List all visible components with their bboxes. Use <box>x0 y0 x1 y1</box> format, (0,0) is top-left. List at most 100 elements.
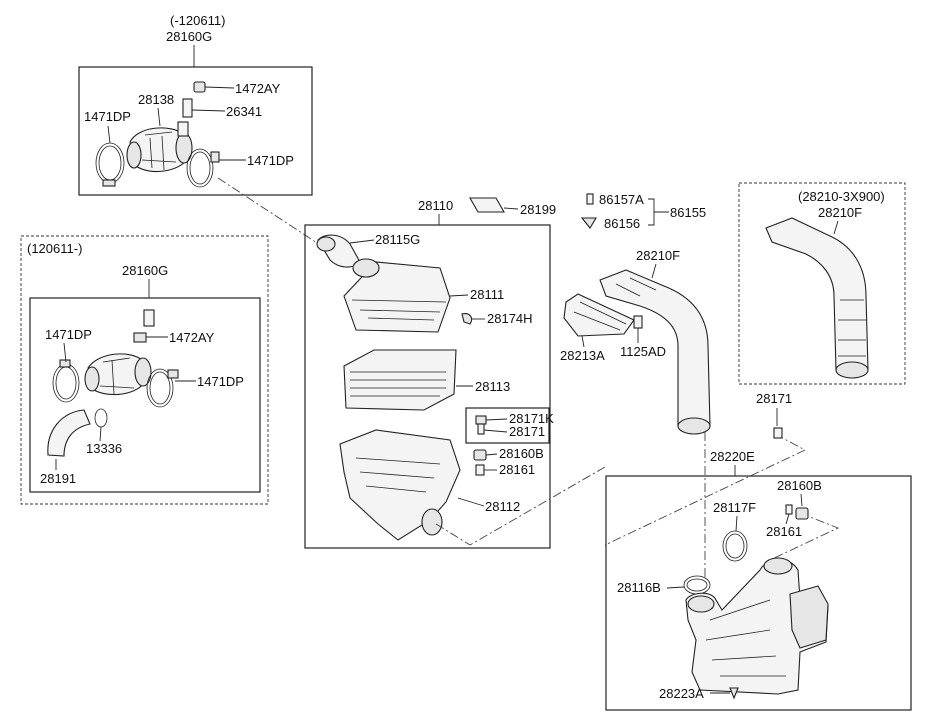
label-28115g: 28115G <box>375 232 420 247</box>
ring-28116b-inner <box>686 578 708 592</box>
label-28161-inner: 28161 <box>499 462 535 477</box>
maf-sensor-group-early: (-120611) 28160G 1472AY 28138 26341 1471… <box>78 13 313 196</box>
leader-1471dp-early-left <box>107 125 111 144</box>
label-maf-late-note: (120611-) <box>27 241 82 256</box>
hose-28210f-end <box>677 417 711 435</box>
duct-28213a-ribs <box>573 301 627 331</box>
resonator-group: 28171 28220E 28160B 28161 28117F 28116B … <box>605 391 912 711</box>
label-86155: 86155 <box>670 205 706 220</box>
label-maf-late-group: 28160G <box>122 263 168 278</box>
leader-28112 <box>457 497 485 507</box>
intake-hose-group: 86157A 86156 86155 28213A 28210F 1125AD <box>560 192 711 435</box>
label-28220e: 28220E <box>710 449 755 464</box>
leader-28213a <box>581 335 585 348</box>
label-28171-right: 28171 <box>756 391 792 406</box>
maf-inlet-early <box>126 141 142 169</box>
leader-28111 <box>449 294 469 297</box>
clamp-right-late-screw <box>167 369 179 379</box>
label-maf-early-note: (-120611) <box>170 13 225 28</box>
label-28199: 28199 <box>520 202 556 217</box>
label-28210f-mid: 28210F <box>636 248 680 263</box>
label-28116b: 28116B <box>617 580 661 595</box>
label-28113: 28113 <box>475 379 510 394</box>
nut-1472ay-early <box>193 81 206 93</box>
leader-28115g <box>349 239 375 244</box>
maf-outlet-late <box>134 357 152 387</box>
bolt-28171-right <box>773 427 783 439</box>
ring-28117f-inner <box>725 533 745 559</box>
maf-early-box <box>78 66 313 196</box>
leader-28116b <box>666 586 685 589</box>
hose-alt-28210f <box>765 217 869 379</box>
hose-alt-ribs <box>838 299 866 357</box>
label-plate-28199 <box>469 197 505 213</box>
clip-28174h <box>461 313 473 325</box>
label-28171-inner: 28171 <box>509 424 545 439</box>
leader-1471dp-late-left <box>63 342 67 363</box>
clamp-left-late-screw <box>59 359 71 368</box>
clamp-right-early-screw <box>210 151 220 163</box>
alt-hose-group: (28210-3X900) 28210F <box>738 182 906 385</box>
maf-sensor-late <box>143 309 155 327</box>
clamp-left-late-inner <box>55 366 77 400</box>
nut-1472ay-late <box>133 332 147 343</box>
clamp-right-late-inner <box>149 371 171 405</box>
leader-28171k <box>485 418 508 421</box>
label-86157a: 86157A <box>599 192 644 207</box>
hose-28191 <box>47 409 91 457</box>
label-28191: 28191 <box>40 471 76 486</box>
label-1471dp-late-left: 1471DP <box>45 327 92 342</box>
resonator-ribs <box>705 599 786 677</box>
label-28112: 28112 <box>485 499 520 514</box>
label-28160b-right: 28160B <box>777 478 822 493</box>
maf-outlet-early <box>175 132 193 164</box>
maf-plug-early <box>177 121 189 137</box>
clamp-left-early <box>95 142 125 184</box>
label-28161-right: 28161 <box>766 524 802 539</box>
lower-body-ribs <box>355 457 441 493</box>
label-28223a: 28223A <box>659 686 704 701</box>
hose-alt-end <box>835 361 869 379</box>
upper-cover-inlet <box>352 258 380 278</box>
leader-alt-28210f <box>833 220 839 235</box>
connector-grommet <box>769 512 840 561</box>
sensor-26341 <box>182 98 193 118</box>
clamp-left-late <box>52 363 80 403</box>
maf-late-box <box>29 297 261 493</box>
leader-28160b-right <box>800 493 803 507</box>
label-28160b-inner: 28160B <box>499 446 544 461</box>
leader-28161-right <box>785 513 790 525</box>
label-26341: 26341 <box>226 104 262 119</box>
pin-28161-right <box>785 504 793 515</box>
leader-28138 <box>157 107 161 127</box>
screw-86157a <box>586 193 594 205</box>
resonator-outlet <box>763 557 793 575</box>
bolt-1125ad <box>633 315 643 329</box>
resonator-inlet <box>687 595 715 613</box>
filter-pleats <box>350 371 446 397</box>
clamp-right-early-inner <box>189 151 211 185</box>
leader-28210f-mid <box>651 263 657 279</box>
duct-28115g-mouth <box>316 236 336 252</box>
leader-28199 <box>503 207 519 210</box>
label-alt-note: (28210-3X900) <box>798 189 885 204</box>
maf-inlet-late <box>84 366 100 392</box>
leader-1472ay-early <box>204 86 235 89</box>
grommet-28160b-inner <box>473 449 487 461</box>
clamp-right-late <box>146 368 174 408</box>
upper-cover-ribs <box>351 299 447 321</box>
maf-ribs-late <box>99 357 135 395</box>
label-1125ad: 1125AD <box>620 344 666 359</box>
alt-hose-box <box>738 182 906 385</box>
clip-86156 <box>580 217 597 229</box>
maf-ribs-early <box>141 131 177 171</box>
resonator-box <box>605 475 912 711</box>
maf-late-outer-box <box>20 235 269 505</box>
connector-bracket <box>604 433 806 546</box>
label-86156: 86156 <box>604 216 640 231</box>
label-13336: 13336 <box>86 441 122 456</box>
pin-28161-inner <box>475 464 485 476</box>
label-28174h: 28174H <box>487 311 533 326</box>
label-28117f: 28117F <box>713 500 756 515</box>
